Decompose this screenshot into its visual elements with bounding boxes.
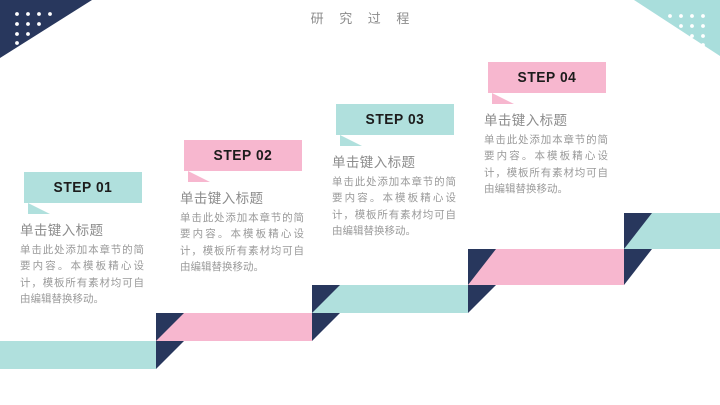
step-body-1: 单击此处添加本章节的简要内容。本模板精心设计，模板所有素材均可自由编辑替换移动。: [20, 244, 144, 305]
step-card-2[interactable]: STEP 02 单击键入标题 单击此处添加本章节的简要内容。本模板精心设计，模板…: [176, 140, 328, 275]
step-body-4: 单击此处添加本章节的简要内容。本模板精心设计，模板所有素材均可自由编辑替换移动。: [484, 134, 608, 195]
step-badge-label-1: STEP 01: [53, 179, 113, 196]
stair-tread-4: [468, 249, 624, 285]
speech-bubble-tail-icon: [340, 135, 362, 146]
step-card-1[interactable]: STEP 01 单击键入标题 单击此处添加本章节的简要内容。本模板精心设计，模板…: [16, 172, 168, 307]
step-title-4: 单击键入标题: [484, 113, 568, 128]
step-badge-2: STEP 02: [184, 140, 302, 182]
page-title: 研 究 过 程: [310, 11, 416, 26]
stair-tread-2: [156, 313, 312, 341]
step-card-4[interactable]: STEP 04 单击键入标题 单击此处添加本章节的简要内容。本模板精心设计，模板…: [480, 62, 632, 197]
step-body-3: 单击此处添加本章节的简要内容。本模板精心设计，模板所有素材均可自由编辑替换移动。: [332, 176, 456, 237]
step-title-3: 单击键入标题: [332, 155, 416, 170]
step-badge-label-3: STEP 03: [365, 111, 425, 128]
step-badge-label-4: STEP 04: [517, 69, 577, 86]
speech-bubble-tail-icon: [492, 93, 514, 104]
step-title-2: 单击键入标题: [180, 191, 264, 206]
speech-bubble-tail-icon: [188, 171, 210, 182]
step-badge-1: STEP 01: [24, 172, 142, 214]
stair-tread-3: [312, 285, 468, 313]
step-body-2: 单击此处添加本章节的简要内容。本模板精心设计，模板所有素材均可自由编辑替换移动。: [180, 212, 304, 273]
speech-bubble-tail-icon: [28, 203, 50, 214]
step-badge-4: STEP 04: [488, 62, 606, 104]
step-title-1: 单击键入标题: [20, 223, 104, 238]
step-badge-label-2: STEP 02: [213, 147, 273, 164]
step-card-3[interactable]: STEP 03 单击键入标题 单击此处添加本章节的简要内容。本模板精心设计，模板…: [328, 104, 480, 239]
stair-tread-1: [0, 341, 156, 369]
step-badge-3: STEP 03: [336, 104, 454, 146]
stair-tread-5: [624, 213, 720, 249]
